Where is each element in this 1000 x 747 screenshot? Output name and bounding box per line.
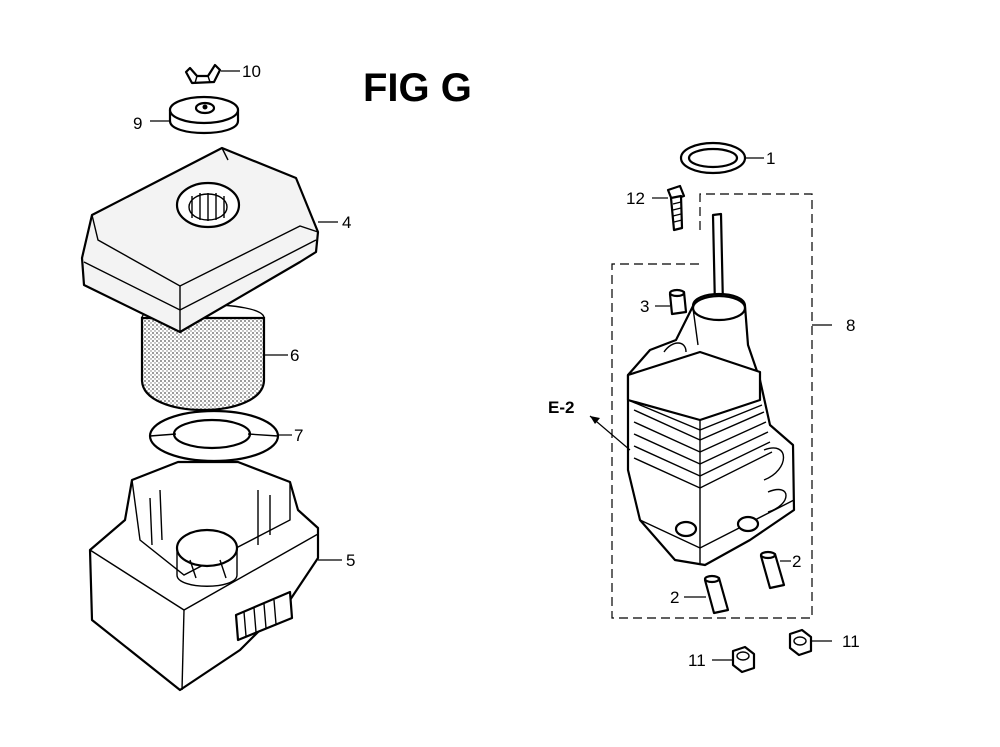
pin-part-a xyxy=(759,550,786,590)
air-cleaner-case-part xyxy=(88,460,320,692)
seal-ring-part xyxy=(679,141,747,175)
callout-3: 3 xyxy=(640,297,649,316)
bolt-part xyxy=(666,184,686,232)
callout-2b: 2 xyxy=(670,588,679,607)
nut-part-b xyxy=(788,628,813,657)
callout-11b: 11 xyxy=(842,632,860,651)
callout-6: 6 xyxy=(290,346,299,365)
pin-part-b xyxy=(703,574,730,615)
reference-label: E-2 xyxy=(548,398,574,417)
gasket-ring-part xyxy=(148,409,280,463)
dowel-pin-part xyxy=(668,288,688,316)
callout-5: 5 xyxy=(346,551,355,570)
callout-11a: 11 xyxy=(688,651,706,670)
callout-12: 12 xyxy=(626,189,645,208)
assembly-group-boundary xyxy=(611,193,813,619)
callout-2a: 2 xyxy=(792,552,801,571)
wing-nut-part xyxy=(184,63,222,85)
muffler-housing-part xyxy=(626,292,796,567)
callout-4: 4 xyxy=(342,213,351,232)
callout-10: 10 xyxy=(242,62,261,81)
callout-8: 8 xyxy=(846,316,855,335)
callout-7: 7 xyxy=(294,426,303,445)
figure-title: FIG G xyxy=(363,66,472,110)
nut-part-a xyxy=(731,645,756,674)
air-cleaner-cover-part xyxy=(80,146,320,334)
callout-9: 9 xyxy=(133,114,142,133)
cover-cap-part xyxy=(168,95,240,135)
callout-1: 1 xyxy=(766,149,775,168)
reference-arrow-icon xyxy=(590,416,600,424)
